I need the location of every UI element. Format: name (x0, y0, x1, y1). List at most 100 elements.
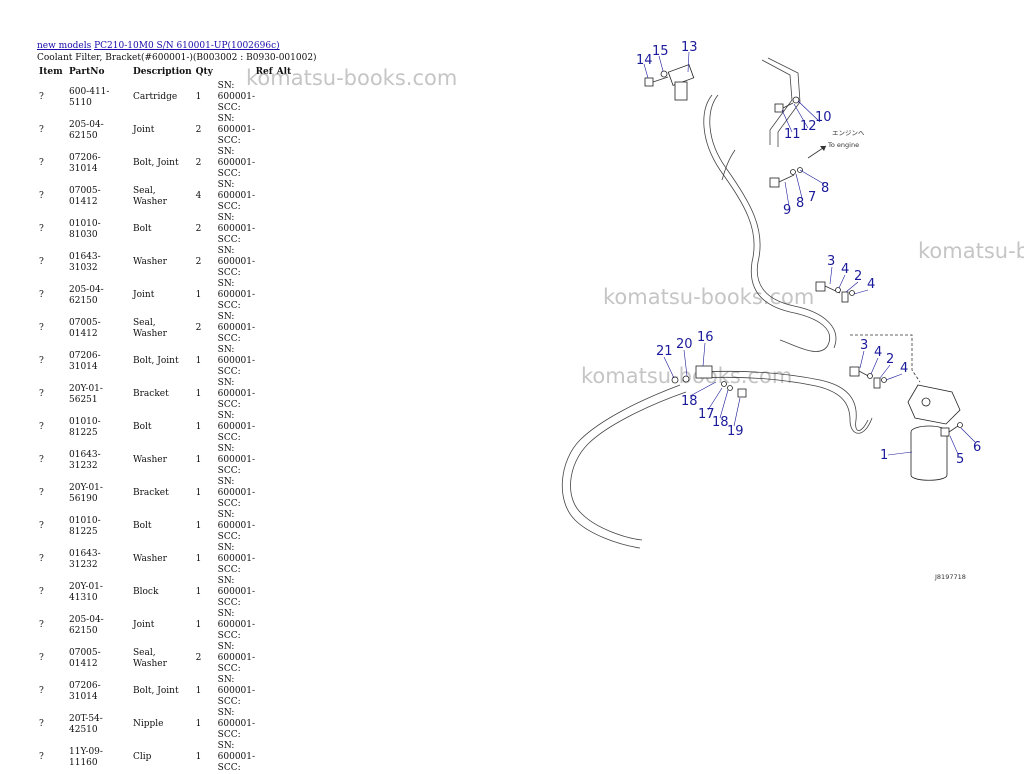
qty-cell: 1 (195, 620, 202, 630)
header-partno: PartNo (69, 67, 105, 77)
ref-cell: SN: 600001-SCC: (216, 477, 275, 510)
header-item: Item (39, 67, 63, 77)
callout-4b: 4 (867, 277, 875, 292)
watermark: komatsu-books.com (603, 285, 815, 309)
callout-14: 14 (636, 53, 653, 68)
breadcrumb-link-new-models[interactable]: new models (37, 41, 92, 51)
ref-scc: SCC: (217, 400, 241, 410)
qty-cell: 4 (195, 191, 202, 201)
partno-cell: 07206-31014 (69, 152, 101, 174)
qty-cell: 1 (195, 521, 202, 531)
bolt-joint-part (849, 366, 887, 389)
qty-cell: 1 (195, 488, 202, 498)
partno-cell: 07206-31014 (69, 680, 101, 702)
ref-scc: SCC: (217, 532, 241, 542)
item-cell: ? (39, 422, 44, 432)
callout-17: 17 (698, 407, 715, 422)
description-cell: Washer (133, 257, 167, 267)
ref-cell: SN: 600001-SCC: (216, 180, 275, 213)
ref-cell: SN: 600001-SCC: (216, 213, 275, 246)
description-cell: Seal, Washer (133, 317, 167, 339)
ref-serial: SN: 600001- (217, 279, 256, 300)
item-cell: ? (39, 224, 44, 234)
description-cell: Bolt, Joint (133, 686, 179, 696)
ref-scc: SCC: (217, 565, 241, 575)
ref-serial: SN: 600001- (217, 114, 256, 135)
coolant-hose (561, 384, 681, 549)
breadcrumb: new models PC210-10M0 S/N 610001-UP(1002… (37, 40, 280, 52)
partno-cell: 205-04-62150 (69, 284, 104, 306)
ref-scc: SCC: (217, 598, 241, 608)
ref-serial: SN: 600001- (217, 543, 256, 564)
ref-serial: SN: 600001- (217, 741, 256, 762)
item-cell: ? (39, 323, 44, 333)
qty-cell: 1 (195, 554, 202, 564)
qty-cell: 1 (195, 290, 202, 300)
alt-cell (275, 576, 294, 609)
ref-serial: SN: 600001- (217, 147, 256, 168)
ref-serial: SN: 600001- (217, 312, 256, 333)
bolt-part (940, 422, 963, 437)
item-cell: ? (39, 290, 44, 300)
leader-line (643, 51, 976, 456)
ref-cell: SN: 600001-SCC: (216, 609, 275, 642)
alt-cell (275, 477, 294, 510)
ref-serial: SN: 600001- (217, 411, 256, 432)
callout-13: 13 (681, 40, 698, 55)
block-part (671, 365, 747, 398)
figure-code: J8197718 (934, 573, 966, 581)
filter-cartridge-part (910, 425, 948, 481)
ref-scc: SCC: (217, 763, 241, 773)
partno-cell: 07005-01412 (69, 317, 101, 339)
item-cell: ? (39, 92, 44, 102)
ref-serial: SN: 600001- (217, 708, 256, 729)
alt-cell (275, 312, 294, 345)
ref-cell: SN: 600001-SCC: (216, 411, 275, 444)
coolant-hose (699, 370, 869, 431)
watermark: komatsu-books.com (246, 66, 458, 90)
qty-cell: 2 (195, 653, 202, 663)
item-cell: ? (39, 125, 44, 135)
coolant-pipe (761, 59, 793, 145)
ref-cell: SN: 600001-SCC: (216, 279, 275, 312)
callout-20: 20 (676, 337, 693, 352)
ref-cell: SN: 600001-SCC: (216, 576, 275, 609)
description-cell: Bolt, Joint (133, 356, 179, 366)
partno-cell: 11Y-09-11160 (69, 746, 103, 768)
callout-6: 6 (973, 440, 981, 455)
ref-serial: SN: 600001- (217, 213, 256, 234)
qty-cell: 1 (195, 389, 202, 399)
callout-9: 9 (783, 203, 791, 218)
header-alt: Alt (276, 67, 292, 77)
ref-scc: SCC: (217, 202, 241, 212)
ref-serial: SN: 600001- (217, 81, 256, 102)
callout-3: 3 (827, 254, 835, 269)
partno-cell: 01643-31232 (69, 548, 101, 570)
alt-cell (275, 345, 294, 378)
header-ref: Ref (255, 67, 273, 77)
item-cell: ? (39, 686, 44, 696)
callout-3b: 3 (860, 338, 868, 353)
alt-cell (275, 444, 294, 477)
qty-cell: 1 (195, 356, 202, 366)
header-qty: Qty (195, 67, 213, 77)
alt-cell (275, 279, 294, 312)
bolt-part (644, 70, 669, 87)
callout-2b: 2 (886, 352, 894, 367)
breadcrumb-link-model[interactable]: PC210-10M0 S/N 610001-UP(1002696c) (94, 41, 280, 51)
description-cell: Bolt (133, 422, 152, 432)
item-cell: ? (39, 554, 44, 564)
description-cell: Bracket (133, 488, 169, 498)
alt-cell (275, 147, 294, 180)
ref-scc: SCC: (217, 631, 241, 641)
item-cell: ? (39, 488, 44, 498)
arrow-head (820, 146, 826, 151)
ref-scc: SCC: (217, 235, 241, 245)
qty-cell: 1 (195, 686, 202, 696)
